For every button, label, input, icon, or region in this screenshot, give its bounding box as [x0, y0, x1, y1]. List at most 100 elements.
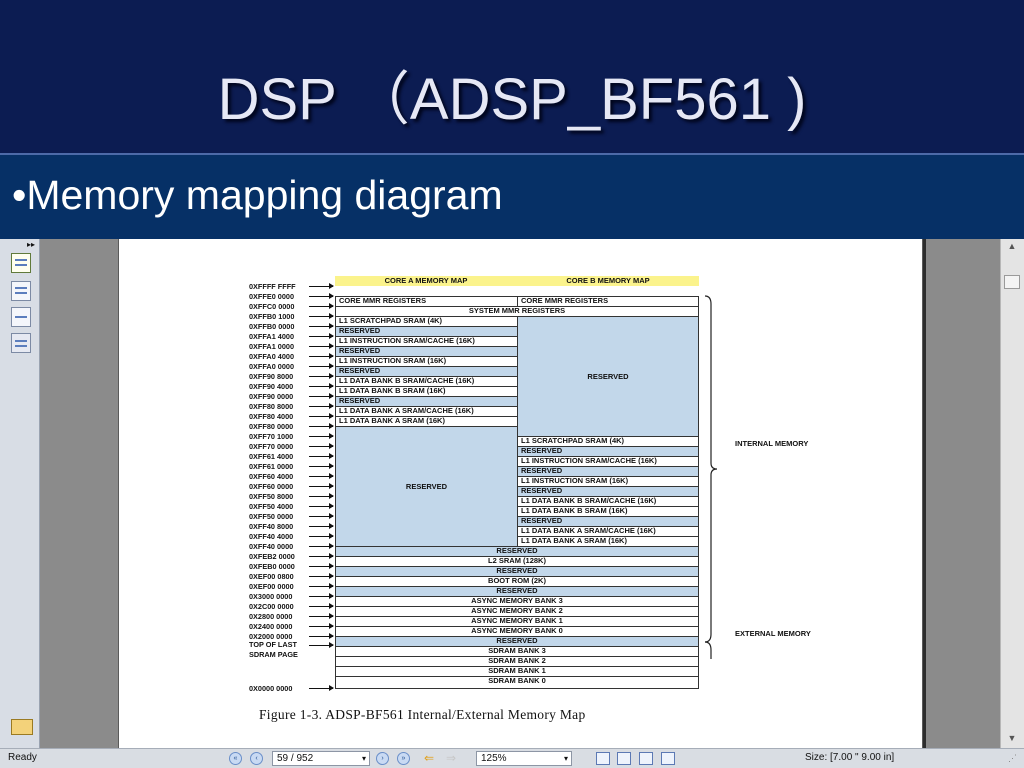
address-arrow [309, 303, 334, 309]
single-page-view-icon[interactable] [596, 752, 610, 765]
bookmarks-icon[interactable] [11, 281, 31, 301]
page-shadow [923, 239, 926, 749]
status-toolbar: Ready « ‹ 59 / 952 ▾ › » ⇐ ⇒ 125% ▾ Size… [0, 748, 1024, 768]
address-arrow [309, 533, 334, 539]
address-label: 0XFFC0 0000 [249, 301, 295, 311]
address-label: 0XFFB0 1000 [249, 311, 295, 321]
external-memory-label: EXTERNAL MEMORY [735, 629, 811, 638]
address-label: 0XFFA0 4000 [249, 351, 295, 361]
address-label: 0XFF70 1000 [249, 431, 294, 441]
address-arrow [309, 563, 334, 569]
address-label: 0XFF50 4000 [249, 501, 294, 511]
address-label: 0XEF00 0800 [249, 571, 294, 581]
continuous-facing-view-icon[interactable] [661, 752, 675, 765]
next-page-icon[interactable]: › [376, 752, 389, 765]
address-arrow [309, 373, 334, 379]
address-arrow [309, 443, 334, 449]
address-label: 0XFEB2 0000 [249, 551, 295, 561]
address-label: 0XFF90 8000 [249, 371, 294, 381]
address-arrow [309, 623, 334, 629]
address-arrow [309, 323, 334, 329]
zoom-value: 125% [481, 753, 507, 764]
page-size-text: Size: [7.00 " 9.00 in] [805, 752, 895, 763]
zoom-field[interactable]: 125% ▾ [476, 751, 572, 766]
address-label: 0XFFE0 0000 [249, 291, 295, 301]
address-arrow [309, 633, 334, 639]
address-arrow [309, 543, 334, 549]
address-arrow [309, 343, 334, 349]
address-label: 0X2800 0000 [249, 611, 293, 621]
address-arrow [309, 423, 334, 429]
address-arrow [309, 573, 334, 579]
address-label: 0XFFFF FFFF [249, 281, 296, 291]
address-label: 0XFFA1 0000 [249, 341, 295, 351]
internal-memory-label: INTERNAL MEMORY [735, 439, 809, 448]
address-arrow [309, 583, 334, 589]
continuous-view-icon[interactable] [617, 752, 631, 765]
vertical-scrollbar[interactable]: ▲ ▼ [1000, 239, 1024, 749]
address-arrow [309, 403, 334, 409]
title-divider [0, 153, 1024, 155]
bullet-point: •Memory mapping diagram [12, 172, 503, 218]
address-label: 0XFF90 0000 [249, 391, 294, 401]
address-arrow [309, 513, 334, 519]
address-arrow [309, 283, 334, 289]
address-arrow [309, 493, 334, 499]
last-page-icon[interactable]: » [397, 752, 410, 765]
address-arrow [309, 363, 334, 369]
scroll-down-icon[interactable]: ▼ [1007, 733, 1017, 743]
address-arrow [309, 641, 334, 648]
signatures-icon[interactable] [11, 307, 31, 327]
address-label: 0XFF80 0000 [249, 421, 294, 431]
internal-memory-brace [704, 295, 718, 643]
memory-braces [704, 295, 718, 659]
forward-arrow-icon[interactable]: ⇒ [446, 751, 457, 765]
scroll-up-icon[interactable]: ▲ [1007, 241, 1017, 251]
page-number-field[interactable]: 59 / 952 ▾ [272, 751, 370, 766]
address-label: 0X2400 0000 [249, 621, 293, 631]
back-arrow-icon[interactable]: ⇐ [424, 751, 435, 765]
resize-grip-icon[interactable]: ⋰ [1008, 753, 1017, 763]
address-label: 0XFEB0 0000 [249, 561, 295, 571]
shared-region: SYSTEM MMR REGISTERS [335, 306, 699, 317]
page-number-value: 59 / 952 [277, 753, 314, 764]
address-arrow [309, 685, 334, 691]
scroll-thumb[interactable] [1004, 275, 1020, 289]
facing-view-icon[interactable] [639, 752, 653, 765]
address-arrow [309, 603, 334, 609]
collapse-pane-icon[interactable]: ▸▸ [27, 240, 36, 249]
address-arrow [309, 553, 334, 559]
attachments-icon[interactable] [11, 719, 33, 735]
pages-icon[interactable] [11, 253, 31, 273]
figure-caption: Figure 1-3. ADSP-BF561 Internal/External… [259, 707, 586, 722]
address-label: 0XFF80 8000 [249, 401, 294, 411]
address-label: 0XFF61 0000 [249, 461, 294, 471]
address-label: 0XFF50 0000 [249, 511, 294, 521]
address-arrow [309, 463, 334, 469]
previous-page-icon[interactable]: ‹ [250, 752, 263, 765]
address-arrow [309, 383, 334, 389]
address-arrow [309, 483, 334, 489]
address-label: 0X0000 0000 [249, 683, 293, 693]
address-label: 0XEF00 0000 [249, 581, 294, 591]
address-label: 0XFFB0 0000 [249, 321, 295, 331]
title-band [0, 0, 1024, 153]
address-label: 0X2000 0000 [249, 631, 293, 641]
address-arrow [309, 393, 334, 399]
first-page-icon[interactable]: « [229, 752, 242, 765]
address-label: 0XFF60 0000 [249, 481, 294, 491]
address-label: 0X2C00 0000 [249, 601, 294, 611]
address-arrow [309, 413, 334, 419]
address-arrow [309, 433, 334, 439]
external-memory-brace [704, 641, 712, 659]
core-a-header: CORE A MEMORY MAP [335, 276, 517, 286]
address-label: 0XFF50 8000 [249, 491, 294, 501]
chevron-down-icon[interactable]: ▾ [361, 754, 366, 763]
layers-icon[interactable] [11, 333, 31, 353]
address-arrow [309, 453, 334, 459]
chevron-down-icon[interactable]: ▾ [563, 754, 568, 763]
shared-region: SDRAM BANK 0 [335, 676, 699, 689]
address-arrow [309, 593, 334, 599]
